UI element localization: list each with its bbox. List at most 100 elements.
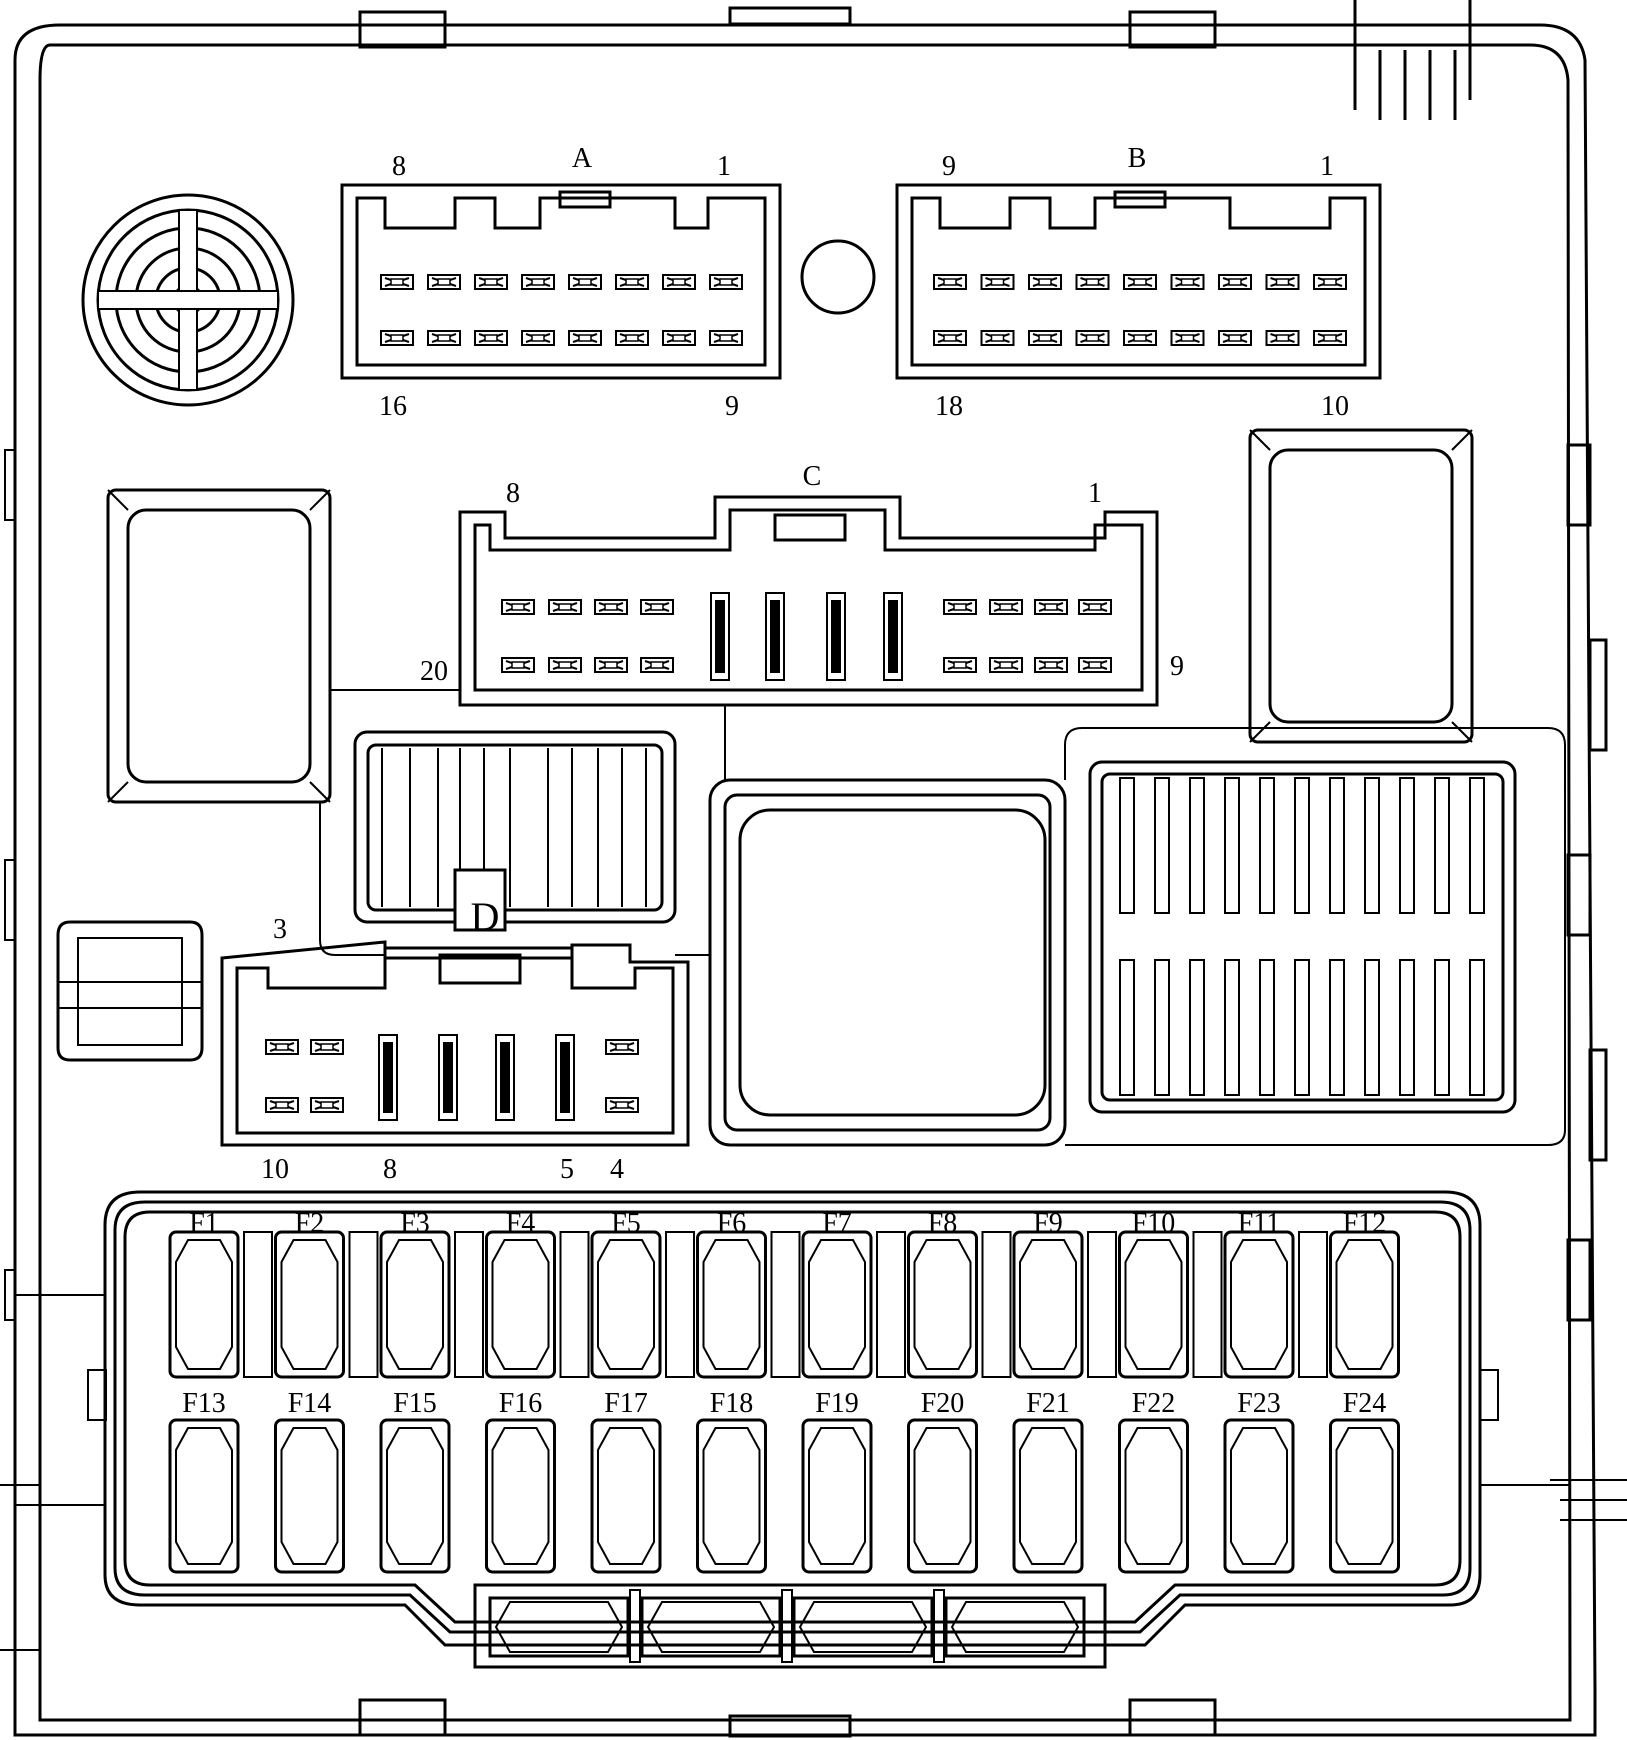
rib-slot <box>1364 959 1380 1096</box>
connector-b-pin-1-label: 1 <box>1320 151 1334 182</box>
fuse-label-top: F4 <box>506 1208 536 1239</box>
rib-slot <box>1224 777 1240 914</box>
blade-terminal <box>555 1034 575 1121</box>
connector-d-pins <box>265 1034 639 1121</box>
terminal-pin <box>501 599 535 615</box>
terminal-pin <box>1218 274 1252 290</box>
connector-c-pin-9-label: 9 <box>1170 651 1184 682</box>
blade-terminal <box>765 592 785 681</box>
connector-d-pin-3-label: 3 <box>273 914 287 945</box>
terminal-pin <box>474 330 508 346</box>
trace-line <box>319 802 385 956</box>
blade-fuse <box>379 1418 451 1574</box>
side-latch <box>56 920 204 1062</box>
terminal-pin <box>980 274 1015 290</box>
blade-fuse <box>485 1418 556 1574</box>
fuse-divider <box>876 1231 906 1378</box>
terminal-pin <box>1034 657 1068 673</box>
terminal-pin <box>1265 274 1300 290</box>
blade-fuse <box>696 1230 767 1379</box>
blade-terminal <box>495 1034 515 1121</box>
blade-fuse <box>1329 1230 1400 1379</box>
terminal-pin <box>605 1097 639 1113</box>
connector-d-title: D <box>471 894 500 939</box>
terminal-pin <box>427 274 461 290</box>
fuse-label-top: F10 <box>1132 1208 1176 1239</box>
rib-slot <box>1119 777 1135 914</box>
connector-b-pin-9-label: 9 <box>942 151 956 182</box>
connector-a-pin-8-label: 8 <box>392 151 406 182</box>
fuse-label-bottom: F22 <box>1132 1388 1176 1419</box>
blade-fuse <box>907 1230 978 1379</box>
terminal-pin <box>427 330 461 346</box>
fuse-divider <box>1192 1231 1223 1378</box>
fuse-label-bottom: F23 <box>1237 1388 1281 1419</box>
connector-c-pin-20-label: 20 <box>420 656 448 687</box>
terminal-pin <box>1028 330 1062 346</box>
maxi-fuse <box>640 1589 793 1663</box>
terminal-pin <box>1078 599 1112 615</box>
blade-fuse <box>907 1418 978 1574</box>
terminal-pin <box>594 599 628 615</box>
blade-terminal <box>883 592 903 681</box>
terminal-pin <box>1028 274 1062 290</box>
blade-fuse <box>801 1418 873 1574</box>
blade-fuse <box>590 1230 662 1379</box>
connector-c: C 8 1 20 9 <box>420 461 1184 707</box>
rib-slot <box>1469 777 1485 914</box>
blade-terminal <box>710 592 730 681</box>
mounting-hole <box>800 239 876 315</box>
rib-slot <box>1469 959 1485 1096</box>
terminal-pin <box>709 330 743 346</box>
maxi-fuse-strip <box>473 1583 1107 1669</box>
fuse-divider <box>770 1231 801 1378</box>
terminal-pin <box>662 274 696 290</box>
terminal-pin <box>1078 657 1112 673</box>
blade-terminal <box>378 1034 398 1121</box>
fuse-label-bottom: F14 <box>288 1388 332 1419</box>
fuse-label-top: F7 <box>822 1208 852 1239</box>
fuse-label-top: F3 <box>400 1208 430 1239</box>
terminal-pin <box>1313 330 1347 346</box>
fuse-label-top: F8 <box>928 1208 958 1239</box>
connector-d-pin-8-label: 8 <box>383 1154 397 1185</box>
blade-fuse <box>1329 1418 1400 1574</box>
buzzer-grille-icon <box>81 193 295 407</box>
connector-a-pin-1-label: 1 <box>717 151 731 182</box>
fuse-divider <box>665 1231 695 1378</box>
connector-b: B 9 1 18 10 <box>895 143 1382 422</box>
connector-a-pin-16-label: 16 <box>379 391 407 422</box>
terminal-pin <box>548 599 582 615</box>
fuse-label-bottom: F19 <box>815 1388 859 1419</box>
relay-right <box>1248 428 1474 744</box>
terminal-pin <box>615 274 649 290</box>
terminal-pin <box>310 1039 344 1055</box>
terminal-pin <box>640 599 674 615</box>
rib-slot <box>1294 959 1310 1096</box>
maxi-fuse <box>488 1589 641 1663</box>
terminal-pin <box>265 1097 299 1113</box>
terminal-pin <box>474 274 508 290</box>
blade-fuse <box>1012 1418 1084 1574</box>
blade-fuse <box>696 1418 767 1574</box>
fuse-divider <box>559 1231 590 1378</box>
blade-fuse <box>1118 1230 1189 1379</box>
terminal-pin <box>1123 330 1157 346</box>
fuse-divider <box>243 1231 273 1378</box>
fuse-label-top: F12 <box>1343 1208 1387 1239</box>
fuse-divider <box>348 1231 379 1378</box>
rib-slot <box>1259 777 1275 914</box>
blade-fuse <box>168 1230 240 1379</box>
fuse-label-top: F1 <box>189 1208 219 1239</box>
fuse-label-bottom: F17 <box>604 1388 648 1419</box>
relay-block-d <box>353 730 677 932</box>
connector-d-pin-10-label: 10 <box>261 1154 289 1185</box>
fuse-label-bottom: F18 <box>710 1388 754 1419</box>
connector-c-title: C <box>803 461 822 492</box>
fuse-label-bottom: F20 <box>921 1388 965 1419</box>
terminal-pin <box>501 657 535 673</box>
rib-slot <box>1364 777 1380 914</box>
connector-d: D 3 10 8 5 4 <box>220 894 690 1185</box>
blade-fuse <box>1012 1230 1084 1379</box>
